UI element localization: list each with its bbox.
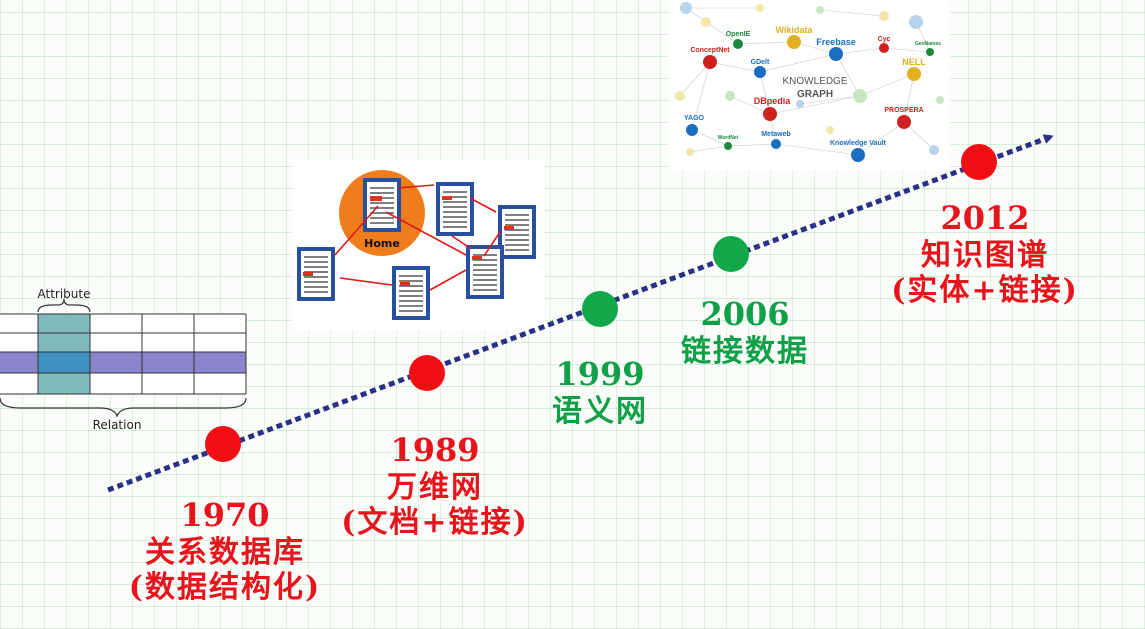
kg-source-label: OpenIE [726,31,751,38]
milestone-title: 关系数据库 [145,534,305,570]
graph-nodes [675,2,944,162]
milestone-year: 2012 [940,199,1030,237]
relation-label: Relation [93,418,142,432]
kg-source-label: Wikidata [776,25,814,35]
home-document-icon [362,177,402,233]
kg-source-label: Metaweb [761,131,791,138]
milestone-year: 1999 [555,355,645,393]
milestone-dot-2006 [713,236,749,272]
kg-center-subtitle: GRAPH [797,89,833,100]
web-hypertext-illustration: Home [292,160,545,330]
milestone-1999: 1999 语义网 [520,355,680,429]
kg-center-title: KNOWLEDGE [782,76,847,87]
milestone-dot-2012 [961,144,997,180]
document-icon [391,265,431,321]
highlight-cell [38,352,90,373]
kg-source-label: GDelt [751,59,770,66]
attribute-brace [37,298,91,313]
milestone-dot-1970 [205,426,241,462]
highlight-row [0,352,246,373]
kg-source-label: ConceptNet [690,47,730,54]
kg-source-label: DBpedia [754,96,792,106]
milestone-year: 2006 [700,295,790,333]
milestone-dot-1989 [409,355,445,391]
knowledge-graph-illustration: OpenIE Wikidata Freebase Cyc GeoNames Co… [668,0,950,170]
milestone-title: 链接数据 [681,333,809,369]
milestone-title: 万维网 [387,469,483,505]
kg-source-label: Freebase [816,37,856,47]
kg-source-label: YAGO [684,115,705,122]
milestone-title: 知识图谱 [921,237,1049,273]
milestone-1989: 1989 万维网 (文档+链接) [330,431,540,541]
milestone-1970: 1970 关系数据库 (数据结构化) [120,496,330,606]
milestone-subtitle: (数据结构化) [128,570,322,606]
document-icon [435,181,475,237]
milestone-subtitle: (文档+链接) [341,505,529,541]
kg-source-label: GeoNames [915,41,941,47]
relational-table-illustration: Attribute Relation [0,287,247,432]
kg-source-label: Knowledge Vault [830,140,887,147]
document-icon [296,246,336,302]
milestone-year: 1970 [180,496,270,534]
milestone-subtitle: (实体+链接) [891,273,1079,309]
attribute-label: Attribute [38,287,91,301]
kg-source-label: Cyc [878,36,891,43]
home-label: Home [364,237,400,250]
kg-source-label: NELL [902,57,926,67]
timeline-arrow [107,134,1054,493]
kg-source-label: PROSPERA [884,107,923,114]
relation-brace [0,397,247,418]
kg-source-label: WordNet [718,135,739,141]
milestone-title: 语义网 [552,393,648,429]
milestone-2012: 2012 知识图谱 (实体+链接) [880,199,1090,309]
milestone-dot-1999 [582,291,618,327]
milestone-2006: 2006 链接数据 [660,295,830,369]
hyperlink-arrows [334,184,501,291]
milestone-year: 1989 [390,431,480,469]
